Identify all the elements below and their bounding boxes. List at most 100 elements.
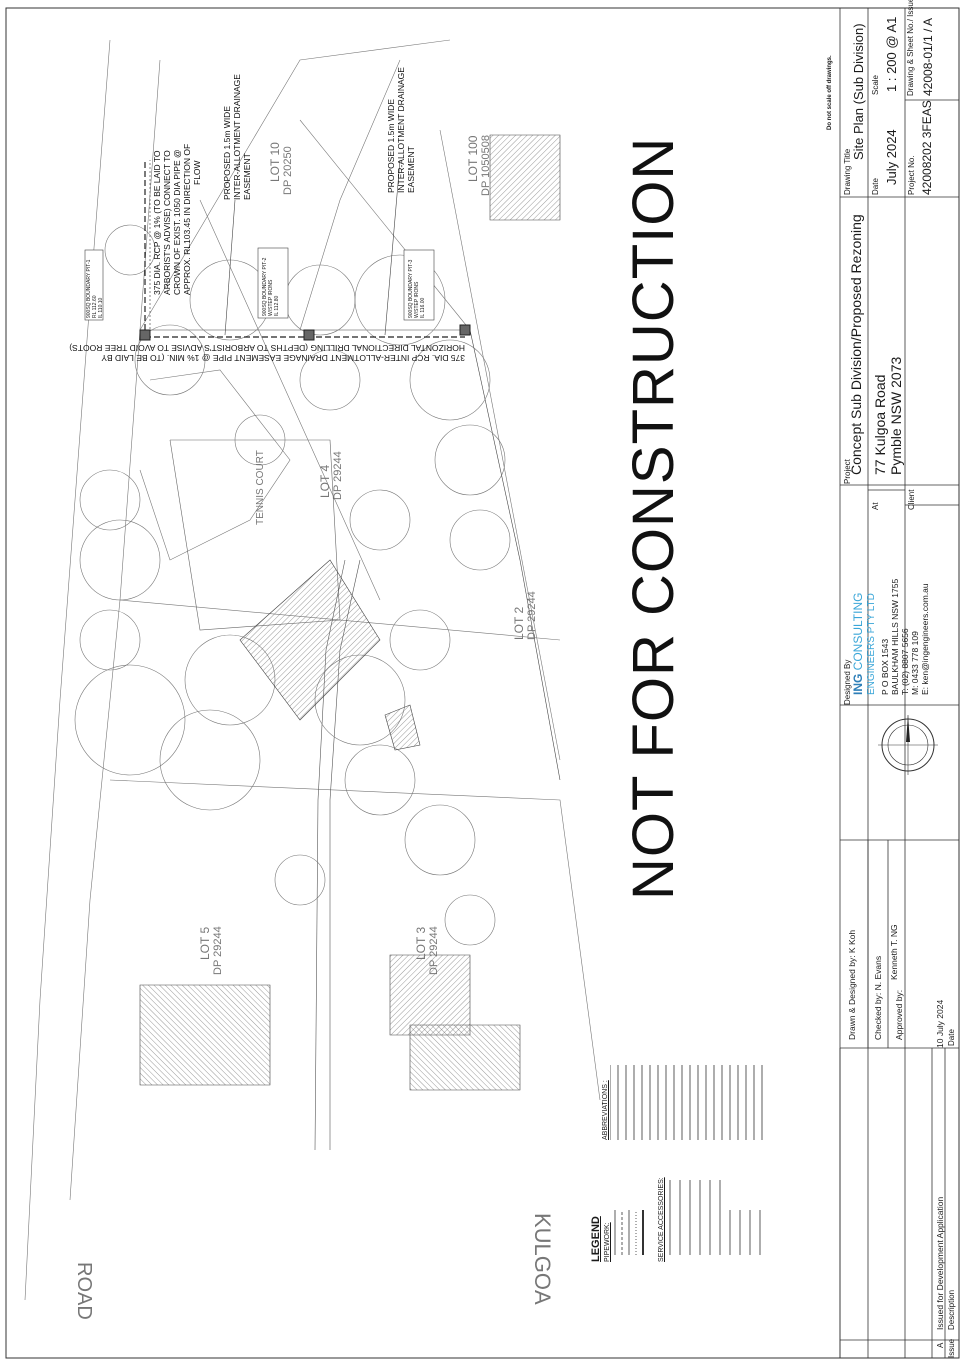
dp-2-label: DP 29244 (526, 591, 538, 640)
dp-100-label: DP 1050508 (480, 135, 492, 196)
dp-5-label: DP 29244 (212, 926, 224, 975)
scale-label: Scale (871, 74, 880, 95)
lot-3-label: LOT 3 (414, 926, 428, 960)
tree-canopy (79, 519, 161, 601)
lot-100-label: LOT 100 (466, 135, 480, 182)
drainage-pipe (144, 160, 465, 338)
tree-canopy (449, 509, 511, 571)
client-label: Client (907, 489, 916, 510)
building-lot5 (139, 984, 271, 1086)
at-label: At (871, 502, 880, 510)
project-no: 42008202 3FEAS (920, 100, 934, 195)
lot-2-label: LOT 2 (512, 606, 526, 640)
diagonal-3 (439, 129, 561, 761)
lot-boundary-north (139, 39, 451, 331)
tree-canopy (354, 254, 446, 346)
tree-canopy (104, 224, 156, 276)
company-address: P O BOX 1543 BAULKHAM HILLS NSW 1755 T: … (880, 578, 930, 695)
project-no-label: Project No. (907, 155, 916, 195)
dp-10-label: DP 20250 (282, 146, 294, 195)
at-line1: 77 Kulgoa Road (872, 374, 888, 475)
legend-title: LEGEND (590, 1216, 602, 1262)
house-outline (139, 369, 291, 561)
sheet-border (5, 7, 960, 1359)
company-name: ING CONSULTING (851, 593, 865, 695)
pit-tag-3 (403, 249, 435, 321)
tree-canopy (344, 744, 416, 816)
company-name-line2: ENGINEERS PTY LTD (866, 593, 877, 695)
tree-canopy (409, 339, 491, 421)
legend-abbrev: ABBREVIATIONS : (602, 1080, 609, 1140)
tree-canopy (79, 609, 141, 671)
sheet-label: Drawing & Sheet No./ Issue (906, 0, 915, 96)
approved-by-name: Kenneth T. NG (889, 924, 899, 980)
drawn-designed-by: Drawn & Designed by: K Koh (847, 929, 857, 1040)
description-col-header: Description (947, 1289, 956, 1330)
date-value: July 2024 (884, 129, 899, 185)
leader-line (384, 159, 401, 336)
tree-canopy (389, 609, 451, 671)
easement-note-2: PROPOSED 1.5m WIDE INTER-ALLOTMENT DRAIN… (386, 67, 416, 193)
issue-date: 10 July 2024 (935, 999, 945, 1048)
main-pipe-note: 375 DIA. RCP INTER-ALLOTMENT DRAINAGE EA… (69, 343, 465, 363)
boundary-pit-1 (139, 329, 151, 341)
pipe-note: 375 DIA. RCP @ 1% (TO BE LAID TO ARBORIS… (152, 143, 202, 295)
title-block-frame (839, 8, 959, 1358)
issue-col-header: Issue (947, 1338, 956, 1358)
pit-tag-1 (84, 249, 104, 321)
tree-canopy (404, 804, 476, 876)
boundary-pit-3 (459, 324, 471, 336)
company-name-consulting: CONSULTING (851, 592, 865, 671)
lot-boundary-east (140, 329, 561, 781)
pit-tag-2 (257, 247, 289, 319)
leader-line (224, 199, 236, 336)
lot-boundary-lot5 (109, 779, 601, 1101)
tree-canopy (159, 709, 261, 811)
easement-note-1: PROPOSED 1.5m WIDE INTER-ALLOTMENT DRAIN… (222, 74, 252, 200)
company-name-ing: ING (851, 673, 865, 695)
dont-scale-note: Do not scale off drawings. (827, 55, 833, 130)
scale-value: 1 : 200 @ A1 (884, 16, 899, 92)
lot-5-label: LOT 5 (198, 926, 212, 960)
lot-4-label: LOT 4 (318, 464, 332, 498)
dp-3-label: DP 29244 (428, 926, 440, 975)
road-label: ROAD (73, 1262, 95, 1320)
date-col-header: Date (947, 1029, 956, 1046)
tree-canopy (444, 894, 496, 946)
tree-canopy (284, 264, 356, 336)
date-label: Date (871, 178, 880, 195)
legend-entries (610, 1065, 763, 1255)
lot-boundary-inner (299, 59, 401, 331)
tree-canopy (79, 469, 141, 531)
tree-canopy (434, 424, 506, 496)
diagonal-2 (299, 119, 471, 331)
north-arrow-icon (878, 715, 938, 775)
not-for-construction-watermark: NOT FOR CONSTRUCTION (621, 136, 686, 900)
lot-10-label: LOT 10 (268, 142, 282, 182)
building-small (384, 704, 421, 751)
tree-canopy (234, 414, 286, 466)
approved-by-label: Approved by: (894, 989, 904, 1040)
building-main (239, 559, 381, 721)
checked-by: Checked by: N. Evans (873, 955, 883, 1040)
at-line2: Pymble NSW 2073 (888, 356, 904, 475)
building-lot100 (489, 134, 561, 221)
tree-canopy (134, 324, 206, 396)
tree-canopy (299, 349, 361, 411)
boundary-pit-2 (303, 329, 315, 341)
road-edge (24, 39, 111, 1301)
issue-letter: A (936, 1342, 945, 1348)
sheet-value: 42008-01/1 / A (921, 17, 935, 96)
issue-description: Issued for Development Application (935, 1196, 945, 1330)
project-value: Concept Sub Division/Proposed Rezoning (848, 214, 864, 475)
tree-canopy (349, 489, 411, 551)
tree-canopy (274, 854, 326, 906)
building-lot3b (409, 1024, 521, 1091)
tree-canopy (74, 664, 186, 776)
tennis-court-label: TENNIS COURT (255, 450, 266, 525)
kulgoa-label: KULGOA (530, 1213, 555, 1305)
